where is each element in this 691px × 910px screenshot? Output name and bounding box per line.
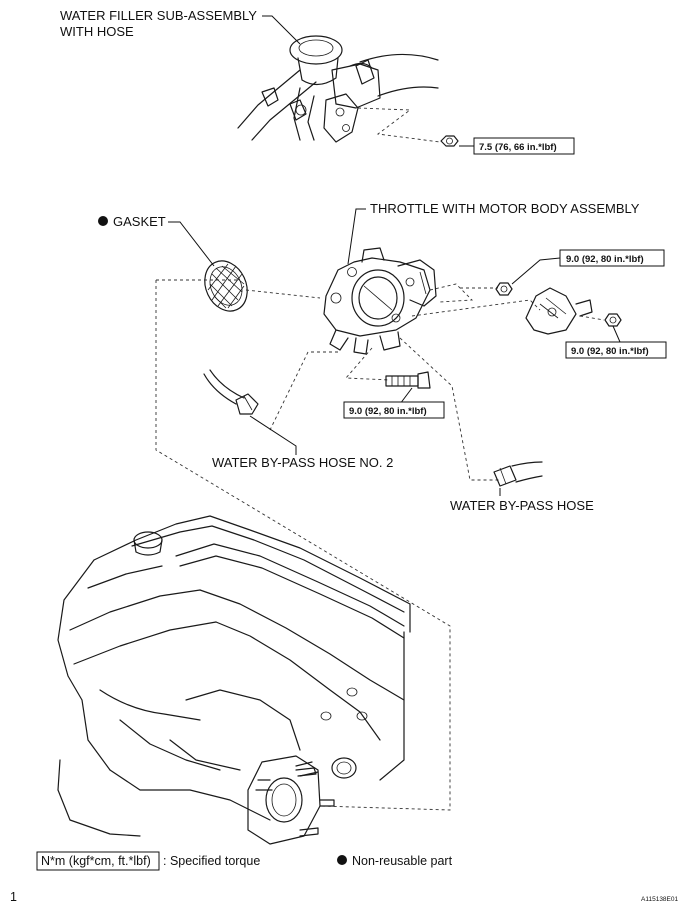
torque-throttle-right-nut: 9.0 (92, 80 in.*lbf) (566, 254, 644, 265)
footer-page-mark: 1 (10, 890, 17, 904)
label-water-filler-line1: WATER FILLER SUB-ASSEMBLY (60, 8, 257, 23)
legend-torque-unit: N*m (kgf*cm, ft.*lbf) (41, 854, 151, 868)
throttle-body-assembly (323, 247, 437, 355)
non-reusable-legend-icon (337, 855, 347, 865)
wire-bracket (525, 287, 593, 335)
throttle-right-nut (495, 282, 513, 296)
water-bypass-hose (493, 461, 543, 487)
legend-non-reusable: Non-reusable part (352, 854, 453, 868)
label-gasket: GASKET (113, 214, 166, 229)
legend-torque-desc: : Specified torque (163, 854, 260, 868)
label-bypass-hose: WATER BY-PASS HOSE (450, 498, 594, 513)
water-bypass-hose-no2 (203, 369, 259, 415)
filler-nut (440, 135, 459, 147)
water-filler-sub-assembly (237, 35, 439, 143)
bracket-nut (604, 313, 622, 327)
torque-unit-box (36, 851, 160, 871)
torque-bracket-nut: 9.0 (92, 80 in.*lbf) (571, 346, 649, 357)
intake-manifold (57, 515, 411, 845)
label-water-filler-line2: WITH HOSE (60, 24, 134, 39)
label-throttle-body: THROTTLE WITH MOTOR BODY ASSEMBLY (370, 201, 640, 216)
gasket-part (204, 260, 248, 312)
torque-filler-nut: 7.5 (76, 66 in.*lbf) (479, 142, 557, 153)
label-bypass-hose-2: WATER BY-PASS HOSE NO. 2 (212, 455, 393, 470)
footer-figure-id: A115138E01 (641, 896, 678, 903)
throttle-bolt (385, 371, 431, 389)
torque-throttle-bolt: 9.0 (92, 80 in.*lbf) (349, 406, 427, 417)
legend: N*m (kgf*cm, ft.*lbf) : Specified torque… (36, 851, 453, 871)
non-reusable-icon (98, 216, 108, 226)
